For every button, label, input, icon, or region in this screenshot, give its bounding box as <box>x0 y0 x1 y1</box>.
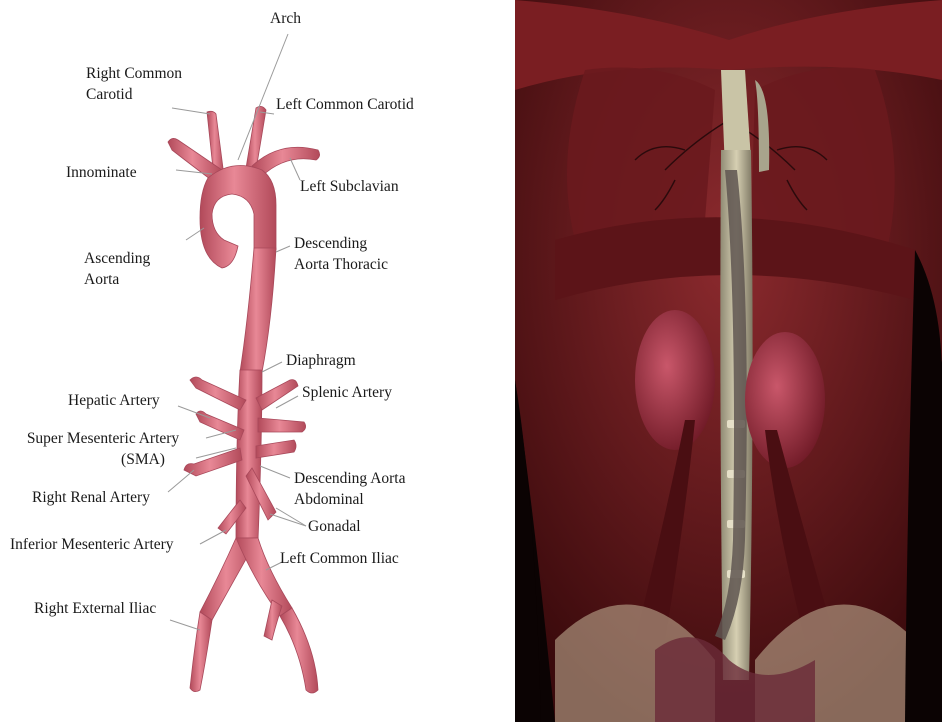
label-left-subclavian: Left Subclavian <box>300 176 399 197</box>
label-arch: Arch <box>270 8 301 29</box>
label-ascending-aorta: Ascending Aorta <box>84 248 150 290</box>
hepatic-artery-vessel <box>190 377 246 410</box>
anatomy-render-panel <box>515 0 942 722</box>
label-ascending-aorta-line2: Aorta <box>84 269 150 290</box>
left-internal-iliac-vessel <box>264 600 282 640</box>
label-descending-aorta-thoracic-line1: Descending <box>294 233 388 254</box>
label-hepatic-artery: Hepatic Artery <box>68 390 160 411</box>
label-right-external-iliac: Right External Iliac <box>34 598 156 619</box>
sma-right-vessel <box>258 418 306 432</box>
label-diaphragm: Diaphragm <box>286 350 356 371</box>
label-right-renal-artery: Right Renal Artery <box>32 487 150 508</box>
label-descending-aorta-abdominal: Descending Aorta Abdominal <box>294 468 405 510</box>
label-gonadal: Gonadal <box>308 516 361 537</box>
aorta-diagram-panel: Arch Right Common Carotid Left Common Ca… <box>0 0 510 722</box>
label-left-common-iliac: Left Common Iliac <box>280 548 399 569</box>
left-external-iliac-vessel <box>280 608 318 693</box>
label-splenic-artery: Splenic Artery <box>302 382 392 403</box>
aorta-vessels <box>168 106 320 693</box>
label-descending-aorta-thoracic: Descending Aorta Thoracic <box>294 233 388 275</box>
label-descending-aorta-thoracic-line2: Aorta Thoracic <box>294 254 388 275</box>
label-innominate: Innominate <box>66 162 137 183</box>
label-right-common-carotid-line1: Right Common <box>86 63 182 84</box>
label-inferior-mesenteric-artery: Inferior Mesenteric Artery <box>10 534 174 555</box>
label-sma-line1: Super Mesenteric Artery <box>12 428 194 449</box>
right-external-iliac-vessel <box>190 612 212 692</box>
left-kidney <box>745 332 825 468</box>
descending-thoracic-aorta-vessel <box>240 248 276 372</box>
label-descending-aorta-abdominal-line1: Descending Aorta <box>294 468 405 489</box>
right-kidney <box>635 310 715 450</box>
label-right-common-carotid: Right Common Carotid <box>86 63 182 105</box>
label-descending-aorta-abdominal-line2: Abdominal <box>294 489 405 510</box>
left-renal-vessel <box>256 440 296 458</box>
label-left-common-carotid: Left Common Carotid <box>276 94 414 115</box>
torso-3d-render <box>515 0 942 722</box>
label-sma-line2: (SMA) <box>12 449 194 470</box>
label-superior-mesenteric-artery: Super Mesenteric Artery (SMA) <box>12 428 194 470</box>
label-ascending-aorta-line1: Ascending <box>84 248 150 269</box>
label-right-common-carotid-line2: Carotid <box>86 84 182 105</box>
